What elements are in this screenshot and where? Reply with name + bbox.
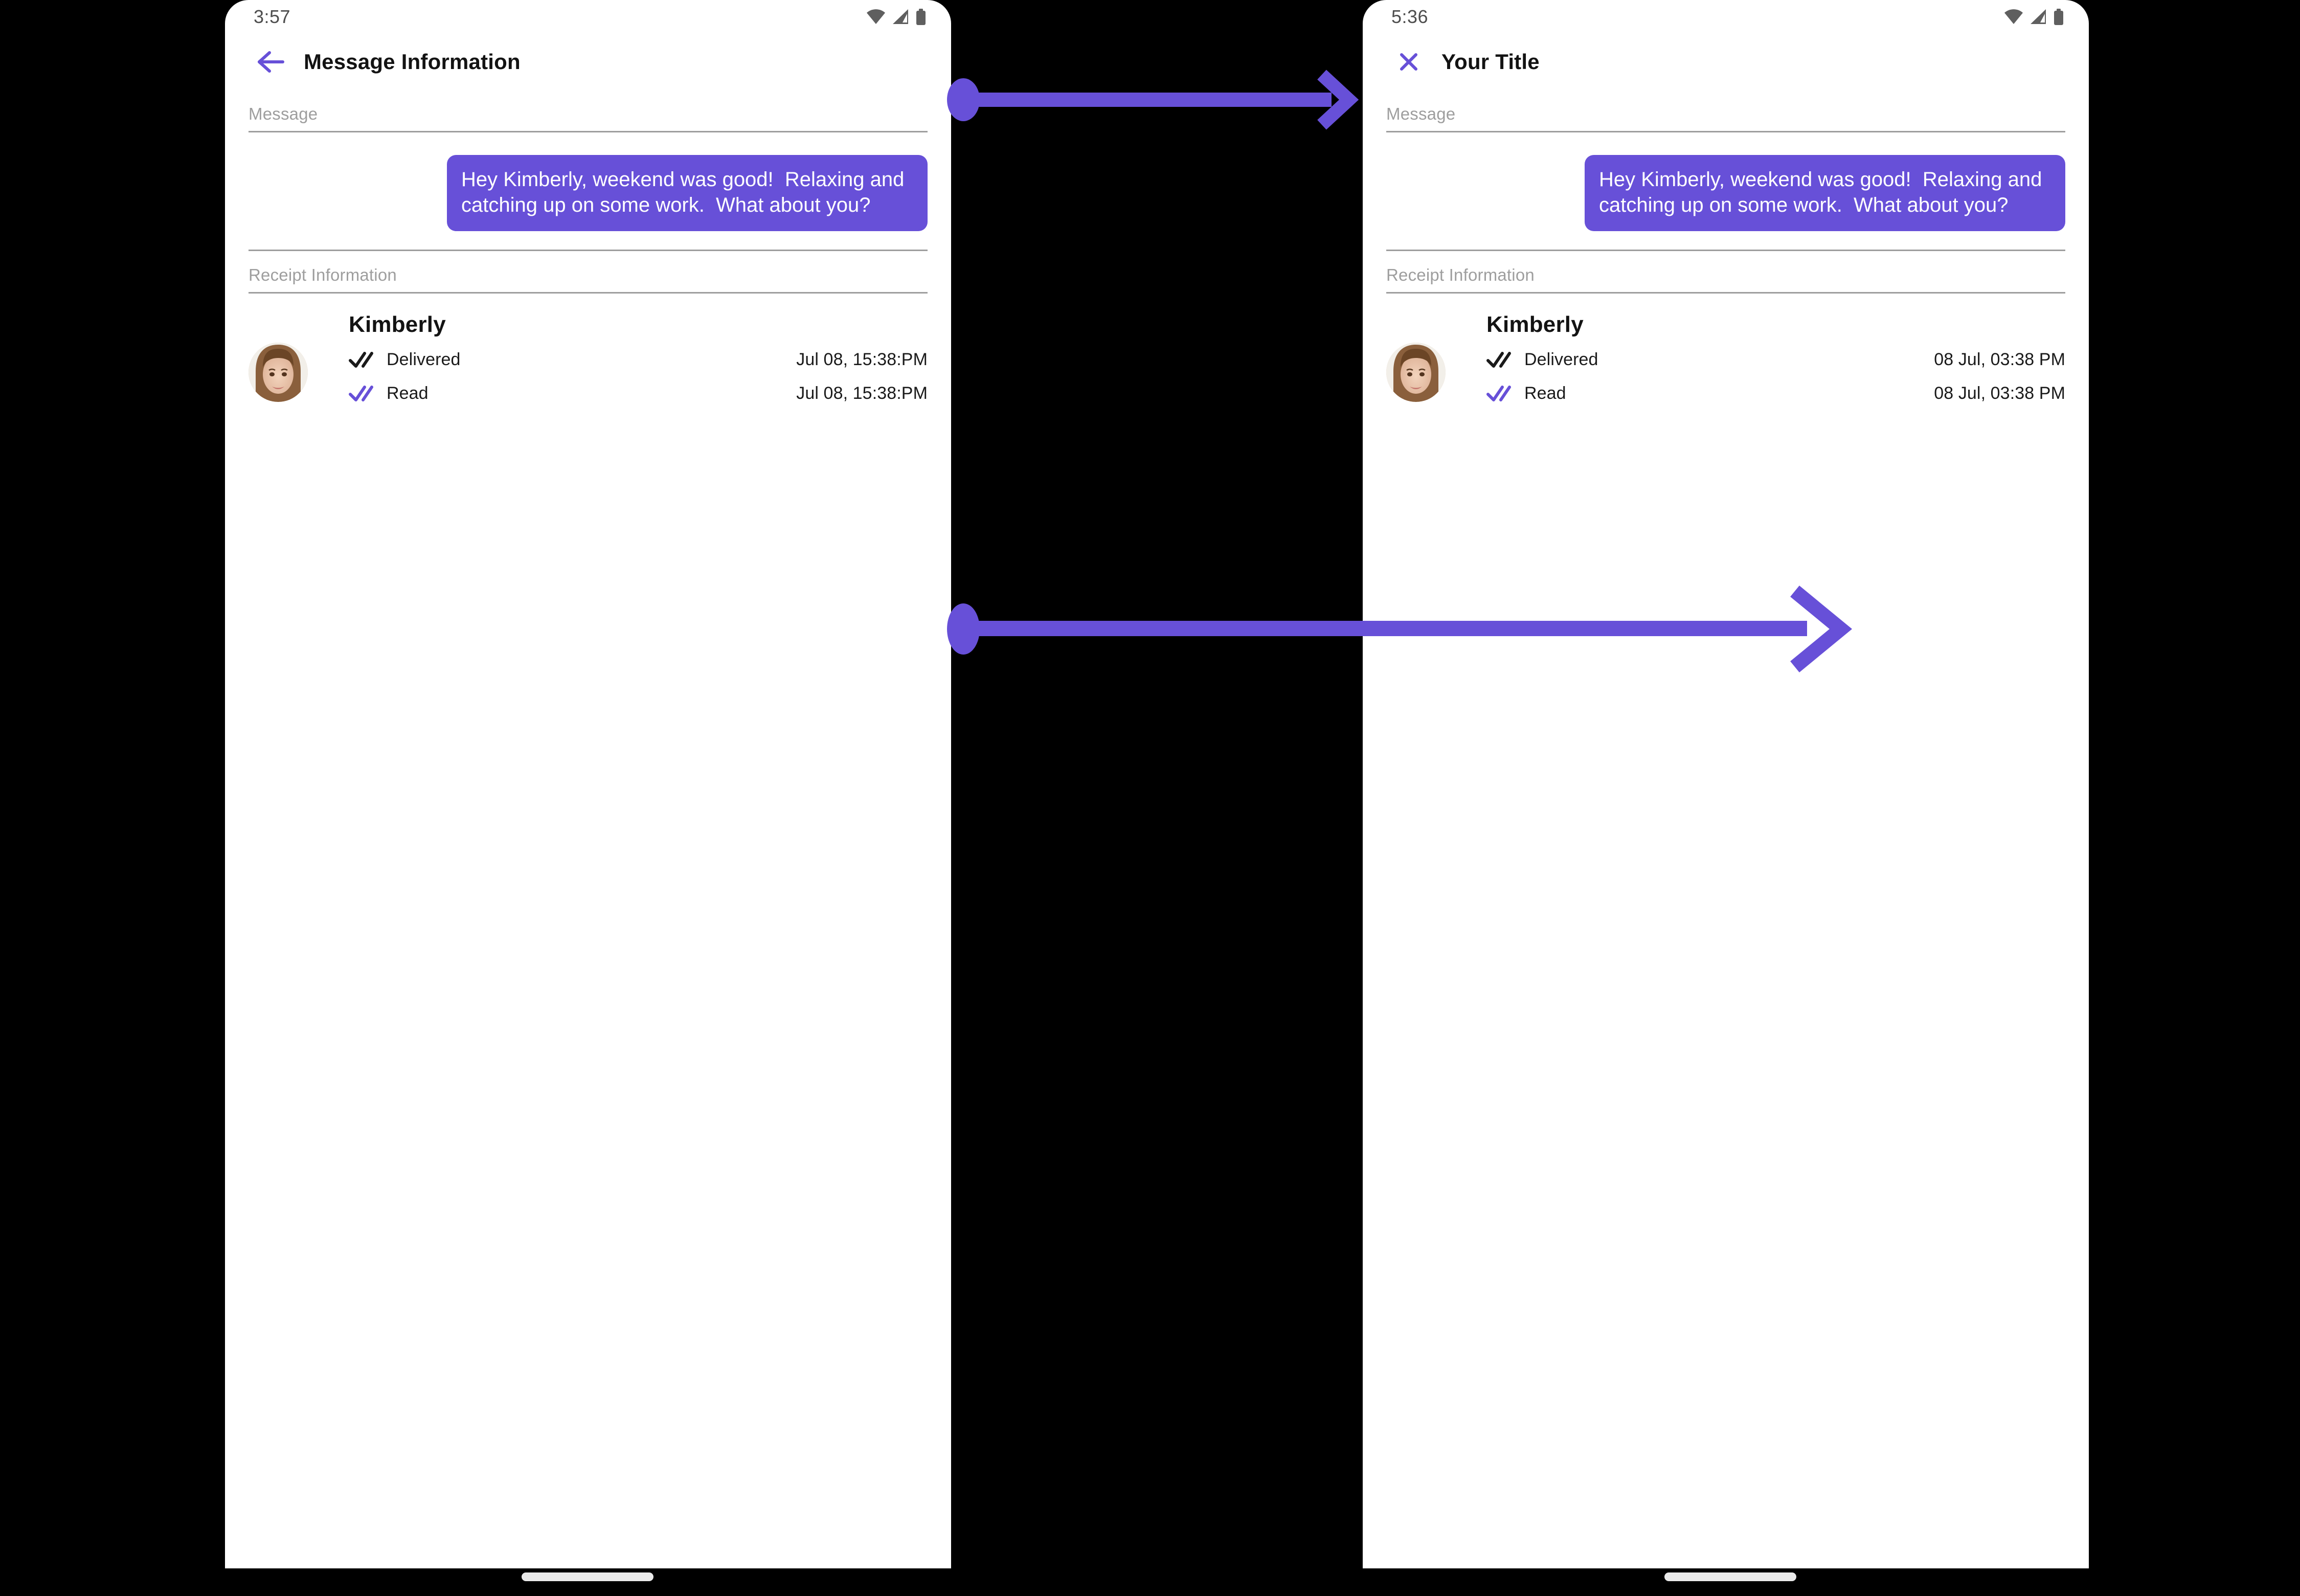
receipt-status-label: Read xyxy=(1524,383,1566,403)
receipt-row-delivered: Delivered 08 Jul, 03:38 PM xyxy=(1486,343,2065,376)
battery-icon xyxy=(915,9,927,25)
phone-panel-after: 5:36 Your Title Message Hey Kimberly, we… xyxy=(1363,0,2089,1568)
double-check-icon xyxy=(1486,349,1513,370)
contact-name: Kimberly xyxy=(1486,312,1584,338)
wifi-icon xyxy=(2004,9,2023,25)
status-bar: 3:57 xyxy=(225,0,951,34)
message-section-divider xyxy=(1386,131,2065,132)
message-section-label: Message xyxy=(1386,104,1456,123)
title-change-arrow xyxy=(946,70,1365,130)
phone-panel-before: 3:57 Message Information Message Hey Kim… xyxy=(225,0,951,1568)
page-title: Your Title xyxy=(1441,50,1540,74)
receipt-status-label: Read xyxy=(387,383,429,403)
receipt-timestamp: Jul 08, 15:38:PM xyxy=(796,349,928,369)
message-section-label: Message xyxy=(249,104,318,123)
receipt-lines: Delivered 08 Jul, 03:38 PM Read 08 Jul, … xyxy=(1486,341,2065,410)
receipt-body: Delivered Jul 08, 15:38:PM Read Jul 08, … xyxy=(249,341,928,410)
receipt-row-read: Read Jul 08, 15:38:PM xyxy=(349,376,928,410)
double-check-icon xyxy=(349,349,375,370)
status-bar-time: 3:57 xyxy=(254,6,291,27)
receipt-status-label: Delivered xyxy=(387,349,461,369)
receipt-row-read: Read 08 Jul, 03:38 PM xyxy=(1486,376,2065,410)
receipt-row-delivered: Delivered Jul 08, 15:38:PM xyxy=(349,343,928,376)
status-bar-icons xyxy=(2004,9,2064,25)
page-title: Message Information xyxy=(304,50,521,74)
contact-name: Kimberly xyxy=(349,312,446,338)
receipt-status-label: Delivered xyxy=(1524,349,1598,369)
receipt-section-header: Receipt Information xyxy=(225,250,951,294)
app-bar: Message Information xyxy=(225,34,951,90)
receipt-timestamp: 08 Jul, 03:38 PM xyxy=(1934,349,2065,369)
cell-signal-icon xyxy=(2030,9,2047,25)
avatar xyxy=(249,343,308,402)
receipt-block: Kimberly xyxy=(225,294,951,410)
home-indicator xyxy=(522,1572,653,1581)
message-bubble-area: Hey Kimberly, weekend was good! Relaxing… xyxy=(1363,132,2089,250)
status-bar-time: 5:36 xyxy=(1391,6,1429,27)
receipt-lines: Delivered Jul 08, 15:38:PM Read Jul 08, … xyxy=(349,341,928,410)
message-section-header: Message xyxy=(1363,90,2089,132)
back-arrow-icon[interactable] xyxy=(250,40,292,83)
avatar xyxy=(1386,343,1446,402)
home-indicator xyxy=(1664,1572,1796,1581)
receipt-section-label: Receipt Information xyxy=(1386,265,1535,285)
receipt-block: Kimberly xyxy=(1363,294,2089,410)
receipt-section-label: Receipt Information xyxy=(249,265,397,285)
message-section-header: Message xyxy=(225,90,951,132)
status-bar: 5:36 xyxy=(1363,0,2089,34)
message-section-bottom-divider xyxy=(1386,250,2065,252)
battery-icon xyxy=(2053,9,2064,25)
message-bubble: Hey Kimberly, weekend was good! Relaxing… xyxy=(1585,155,2065,232)
double-check-icon xyxy=(1486,383,1513,403)
receipt-timestamp: Jul 08, 15:38:PM xyxy=(796,383,928,403)
status-bar-icons xyxy=(866,9,927,25)
app-bar: Your Title xyxy=(1363,34,2089,90)
receipt-section-divider xyxy=(1386,292,2065,294)
message-bubble: Hey Kimberly, weekend was good! Relaxing… xyxy=(447,155,928,232)
receipt-timestamp: 08 Jul, 03:38 PM xyxy=(1934,383,2065,403)
double-check-icon xyxy=(349,383,375,403)
close-icon[interactable] xyxy=(1387,40,1430,83)
message-bubble-area: Hey Kimberly, weekend was good! Relaxing… xyxy=(225,132,951,250)
receipt-section-divider xyxy=(249,292,928,294)
receipt-body: Delivered 08 Jul, 03:38 PM Read 08 Jul, … xyxy=(1386,341,2065,410)
cell-signal-icon xyxy=(892,9,909,25)
receipt-section-header: Receipt Information xyxy=(1363,250,2089,294)
wifi-icon xyxy=(866,9,886,25)
message-section-divider xyxy=(249,131,928,132)
message-section-bottom-divider xyxy=(249,250,928,252)
